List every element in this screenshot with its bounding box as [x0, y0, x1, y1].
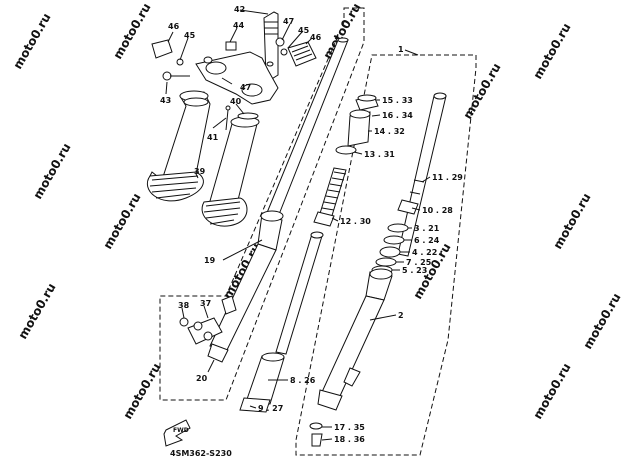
- callout-46: 46: [310, 33, 322, 42]
- callout-47: 47: [283, 17, 294, 26]
- callout-16: 16 . 34: [382, 111, 413, 120]
- callout-40: 40: [230, 97, 242, 106]
- callout-8: 8 . 26: [290, 376, 316, 385]
- callout-3: 3 . 21: [414, 224, 440, 233]
- leader-1: [404, 49, 419, 56]
- callout-1: 1: [398, 45, 404, 54]
- callout-10: 10 . 28: [422, 206, 453, 215]
- watermark-text: moto0.ru: [100, 191, 143, 252]
- watermark-text: moto0.ru: [15, 281, 58, 342]
- callout-13: 13 . 31: [364, 150, 395, 159]
- top-cap-parts: [335, 94, 379, 155]
- callout-44: 44: [233, 21, 245, 30]
- callout-14: 14 . 32: [374, 127, 405, 136]
- callout-2: 2: [398, 311, 404, 320]
- callout-7: 7 . 25: [406, 258, 432, 267]
- callout-15: 15 . 33: [382, 96, 413, 105]
- steering-stem: [195, 11, 279, 105]
- watermark-text: moto0.ru: [580, 291, 623, 352]
- fork-leg-group-outline: [295, 54, 477, 456]
- callout-42: 42: [234, 5, 245, 14]
- boot-clamp: [225, 105, 231, 131]
- callout-45: 45: [184, 31, 196, 40]
- callout-38: 38: [178, 301, 190, 310]
- callout-43: 43: [160, 96, 171, 105]
- watermark-text: moto0.ru: [530, 21, 573, 82]
- forward-arrow: FWD: [163, 419, 191, 447]
- callout-18: 18 . 36: [334, 435, 365, 444]
- inner-tube: [207, 37, 349, 363]
- watermark-text: moto0.ru: [30, 141, 73, 202]
- axle-holder-assembly: [179, 295, 237, 345]
- figure-code: 4SM362-S230: [170, 449, 232, 458]
- callout-20: 20: [196, 374, 208, 383]
- callout-47: 47: [240, 83, 251, 92]
- watermark-text: moto0.ru: [10, 11, 53, 72]
- handlebar-holder-pad: [151, 39, 317, 67]
- fork-slider: [317, 268, 393, 411]
- watermark-text: moto0.ru: [460, 61, 503, 122]
- fork-boot-right: [201, 112, 260, 227]
- callout-45: 45: [298, 26, 310, 35]
- callout-37: 37: [200, 299, 211, 308]
- callout-12: 12 . 30: [340, 217, 371, 226]
- drain-bolt: [309, 422, 323, 447]
- fork-spring: [313, 167, 347, 227]
- callout-9: 9 . 27: [258, 404, 283, 413]
- watermark-layer: moto0.ru moto0.ru moto0.ru moto0.ru moto…: [10, 1, 623, 422]
- watermark-text: moto0.ru: [550, 191, 593, 252]
- fork-boot-left: [147, 90, 211, 202]
- callout-6: 6 . 24: [414, 236, 440, 245]
- watermark-text: moto0.ru: [120, 361, 163, 422]
- callout-39: 39: [194, 167, 206, 176]
- outer-tube: [397, 92, 447, 257]
- fwd-label: FWD: [173, 427, 189, 434]
- callout-labels: 1 15 . 33 16 . 34 14 . 32 13 . 31 11 . 2…: [160, 5, 463, 458]
- watermark-text: moto0.ru: [530, 361, 573, 422]
- watermark-text: moto0.ru: [110, 1, 153, 62]
- callout-17: 17 . 35: [334, 423, 365, 432]
- damper-rod: [239, 231, 324, 413]
- callout-41: 41: [207, 133, 219, 142]
- inner-tube-group-outline: [159, 7, 365, 401]
- callout-11: 11 . 29: [432, 173, 463, 182]
- callout-46: 46: [168, 22, 180, 31]
- callout-4: 4 . 22: [412, 248, 437, 257]
- callout-5: 5 . 23: [402, 266, 427, 275]
- callout-19: 19: [204, 256, 216, 265]
- leader-lines: [165, 9, 431, 441]
